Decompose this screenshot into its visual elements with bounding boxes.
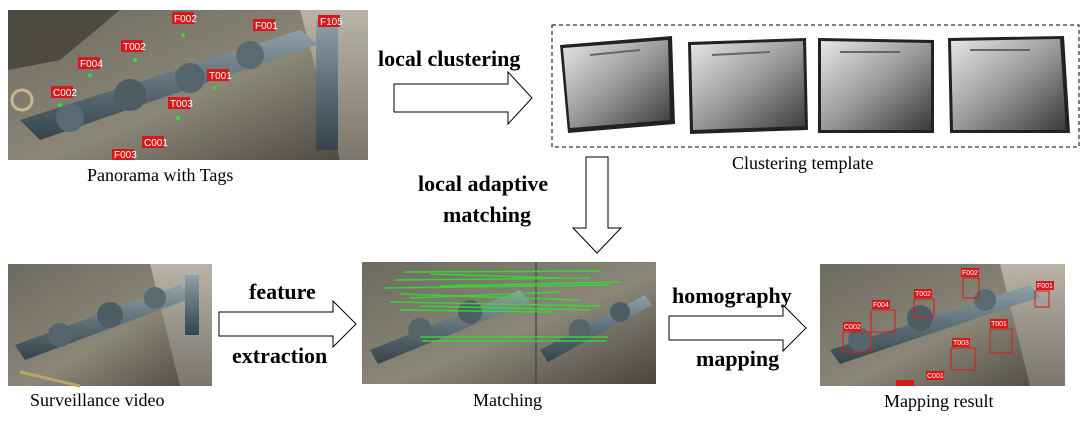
label-feature-1: feature <box>249 279 316 304</box>
svg-text:T001: T001 <box>991 321 1007 328</box>
label-local-clustering: local clustering <box>378 46 520 71</box>
svg-text:T003: T003 <box>953 340 969 347</box>
svg-text:F001: F001 <box>255 21 278 32</box>
svg-text:F003: F003 <box>114 150 137 161</box>
template-thumbnail-1 <box>560 36 675 133</box>
clustering-template-box <box>551 24 1080 148</box>
tag-F001: F001 <box>253 19 278 32</box>
label-local-adaptive-2: matching <box>443 202 531 227</box>
caption-mapping-result: Mapping result <box>884 391 994 411</box>
tag-T001: T001 <box>207 69 232 82</box>
template-thumbnail-4 <box>948 36 1070 133</box>
svg-text:F105: F105 <box>320 17 343 28</box>
tag-C002: C002 <box>51 86 77 99</box>
tag-F003: F003 <box>112 149 137 161</box>
svg-text:T002: T002 <box>123 42 146 53</box>
rtag-T001: T001 <box>989 319 1013 354</box>
arrow-homography-mapping <box>668 303 807 353</box>
rtag-T002: T002 <box>913 289 935 318</box>
surveillance-image <box>8 264 212 388</box>
tag-T002: T002 <box>121 40 146 53</box>
rtag-F004: F004 <box>870 300 896 333</box>
rtag-F002: F002 <box>961 268 980 299</box>
svg-text:C001: C001 <box>144 138 168 149</box>
svg-text:C001: C001 <box>927 373 944 380</box>
result-tags: F002 F001 F004 T002 C002 T001 T003 C001 <box>842 268 1054 386</box>
tag-F002: F002 <box>172 12 197 25</box>
panorama-image <box>8 10 368 160</box>
svg-text:T003: T003 <box>170 99 193 110</box>
caption-clustering-template: Clustering template <box>732 153 873 173</box>
label-feature-2: extraction <box>232 343 327 368</box>
rtag-T003: T003 <box>950 338 976 371</box>
rtag-C001: C001 <box>926 371 944 380</box>
svg-text:C002: C002 <box>53 88 77 99</box>
template-thumbnail-3 <box>818 38 934 133</box>
tag-F004: F004 <box>78 57 103 70</box>
svg-text:F002: F002 <box>962 270 978 277</box>
template-thumbnail-2 <box>688 38 808 134</box>
caption-surveillance: Surveillance video <box>30 390 164 410</box>
panorama-tags: F002 F001 F105 T002 F004 T001 C002 T003 … <box>51 12 343 161</box>
label-homography-2: mapping <box>696 346 779 371</box>
rtag-C002: C002 <box>842 322 872 353</box>
label-homography-1: homography <box>672 283 792 308</box>
tag-T003: T003 <box>168 97 193 110</box>
svg-text:C002: C002 <box>844 324 861 331</box>
svg-text:T002: T002 <box>915 291 931 298</box>
rtag-F001-bottom <box>896 380 914 386</box>
svg-text:F002: F002 <box>174 14 197 25</box>
svg-text:T001: T001 <box>209 71 232 82</box>
svg-text:F004: F004 <box>873 302 889 309</box>
svg-text:F001: F001 <box>1037 283 1053 290</box>
caption-matching: Matching <box>473 390 542 410</box>
arrow-local-clustering <box>393 70 533 126</box>
svg-text:F004: F004 <box>80 59 103 70</box>
tag-F105: F105 <box>318 15 343 28</box>
arrow-local-adaptive-matching <box>571 156 623 254</box>
rtag-F001: F001 <box>1034 281 1054 308</box>
caption-panorama: Panorama with Tags <box>87 165 233 185</box>
tag-C001: C001 <box>142 136 168 149</box>
arrow-feature-extraction <box>218 299 357 349</box>
match-lines <box>384 270 621 342</box>
label-local-adaptive-1: local adaptive <box>418 171 548 196</box>
